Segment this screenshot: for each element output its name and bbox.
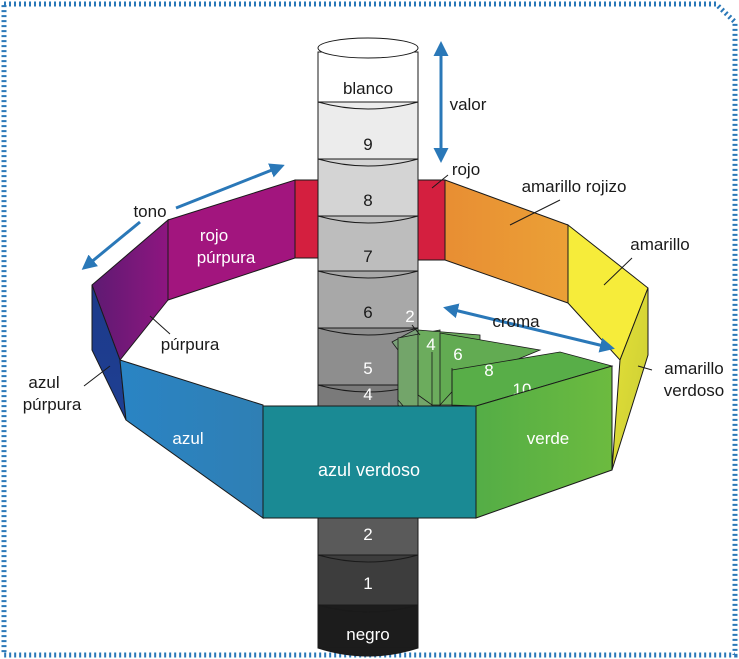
tono-label: tono xyxy=(133,202,166,221)
hue-panel-rojo-right xyxy=(417,179,446,261)
value-level-8 xyxy=(317,158,419,217)
value-label-2: 2 xyxy=(363,525,372,544)
hue-label-azul: azul xyxy=(172,429,203,448)
croma-arrow xyxy=(443,303,615,353)
hue-label-azul-purpura-1: azul xyxy=(28,373,59,392)
value-column xyxy=(317,37,419,657)
leader-rojo xyxy=(431,174,449,189)
hue-label-amarillo: amarillo xyxy=(630,235,690,254)
hue-label-amarillo-verdoso-1: amarillo xyxy=(664,359,724,378)
chroma-label-6: 6 xyxy=(453,345,462,364)
value-label-6: 6 xyxy=(363,303,372,322)
value-label-1: 1 xyxy=(363,574,372,593)
hue-panel-amarillo-rojizo xyxy=(444,179,569,304)
value-level-9 xyxy=(317,101,419,160)
chroma-label-2: 2 xyxy=(405,307,414,326)
leader-purpura xyxy=(149,315,171,335)
chroma-label-4: 4 xyxy=(426,335,435,354)
valor-label: valor xyxy=(450,95,487,114)
hue-label-purpura: púrpura xyxy=(161,335,220,354)
value-level-1 xyxy=(317,554,419,606)
hue-label-rojo-purpura-1: rojo xyxy=(200,226,228,245)
hue-label-azul-purpura-2: púrpura xyxy=(23,395,82,414)
croma-label: croma xyxy=(492,312,540,331)
leader-amarillo-verdoso xyxy=(637,365,653,371)
leader-amarillo-rojizo xyxy=(509,199,561,226)
hue-label-amarillo-rojizo: amarillo rojizo xyxy=(522,177,627,196)
hue-label-amarillo-verdoso-2: verdoso xyxy=(664,381,724,400)
value-level-blanco xyxy=(317,51,419,103)
hue-label-rojo-purpura-2: púrpura xyxy=(197,248,256,267)
hue-label-verde: verde xyxy=(527,429,570,448)
hue-panel-rojo-purpura xyxy=(167,179,296,301)
tono-arrow-upper xyxy=(175,163,285,210)
hue-panel-azul-verdoso xyxy=(262,405,477,519)
hue-panel-rojo-left xyxy=(294,179,319,259)
leader-amarillo xyxy=(603,257,633,286)
chroma-label-8: 8 xyxy=(484,361,493,380)
tono-arrow-lower xyxy=(81,220,141,270)
leader-croma-2 xyxy=(411,324,421,336)
value-label-9: 9 xyxy=(363,135,372,154)
value-label-5: 5 xyxy=(363,359,372,378)
value-label-4: 4 xyxy=(363,385,372,404)
value-level-6 xyxy=(317,270,419,329)
value-label-8: 8 xyxy=(363,191,372,210)
hue-label-rojo: rojo xyxy=(452,160,480,179)
value-label-blanco: blanco xyxy=(343,79,393,98)
value-label-7: 7 xyxy=(363,247,372,266)
value-label-negro: negro xyxy=(346,625,389,644)
leader-azul-purpura xyxy=(83,365,111,387)
hue-label-azul-verdoso: azul verdoso xyxy=(318,460,420,480)
